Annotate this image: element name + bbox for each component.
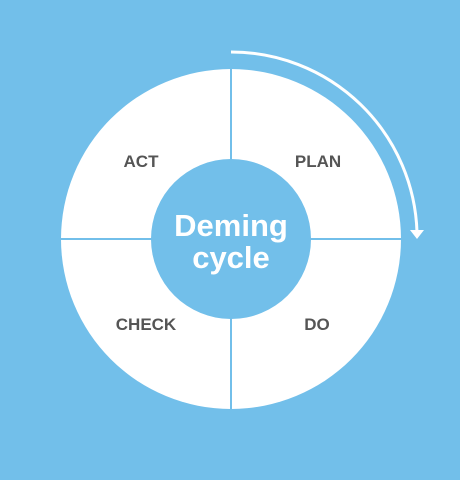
center-title-line1: Deming <box>174 208 288 243</box>
center-title-line2: cycle <box>192 240 270 275</box>
quadrant-label-plan: PLAN <box>295 152 341 171</box>
arrow-head-icon <box>410 230 424 239</box>
cycle-direction-arrow <box>230 50 419 233</box>
quadrant-label-act: ACT <box>124 152 160 171</box>
quadrant-label-do: DO <box>304 315 330 334</box>
quadrant-label-check: CHECK <box>116 315 177 334</box>
center-circle <box>151 159 311 319</box>
